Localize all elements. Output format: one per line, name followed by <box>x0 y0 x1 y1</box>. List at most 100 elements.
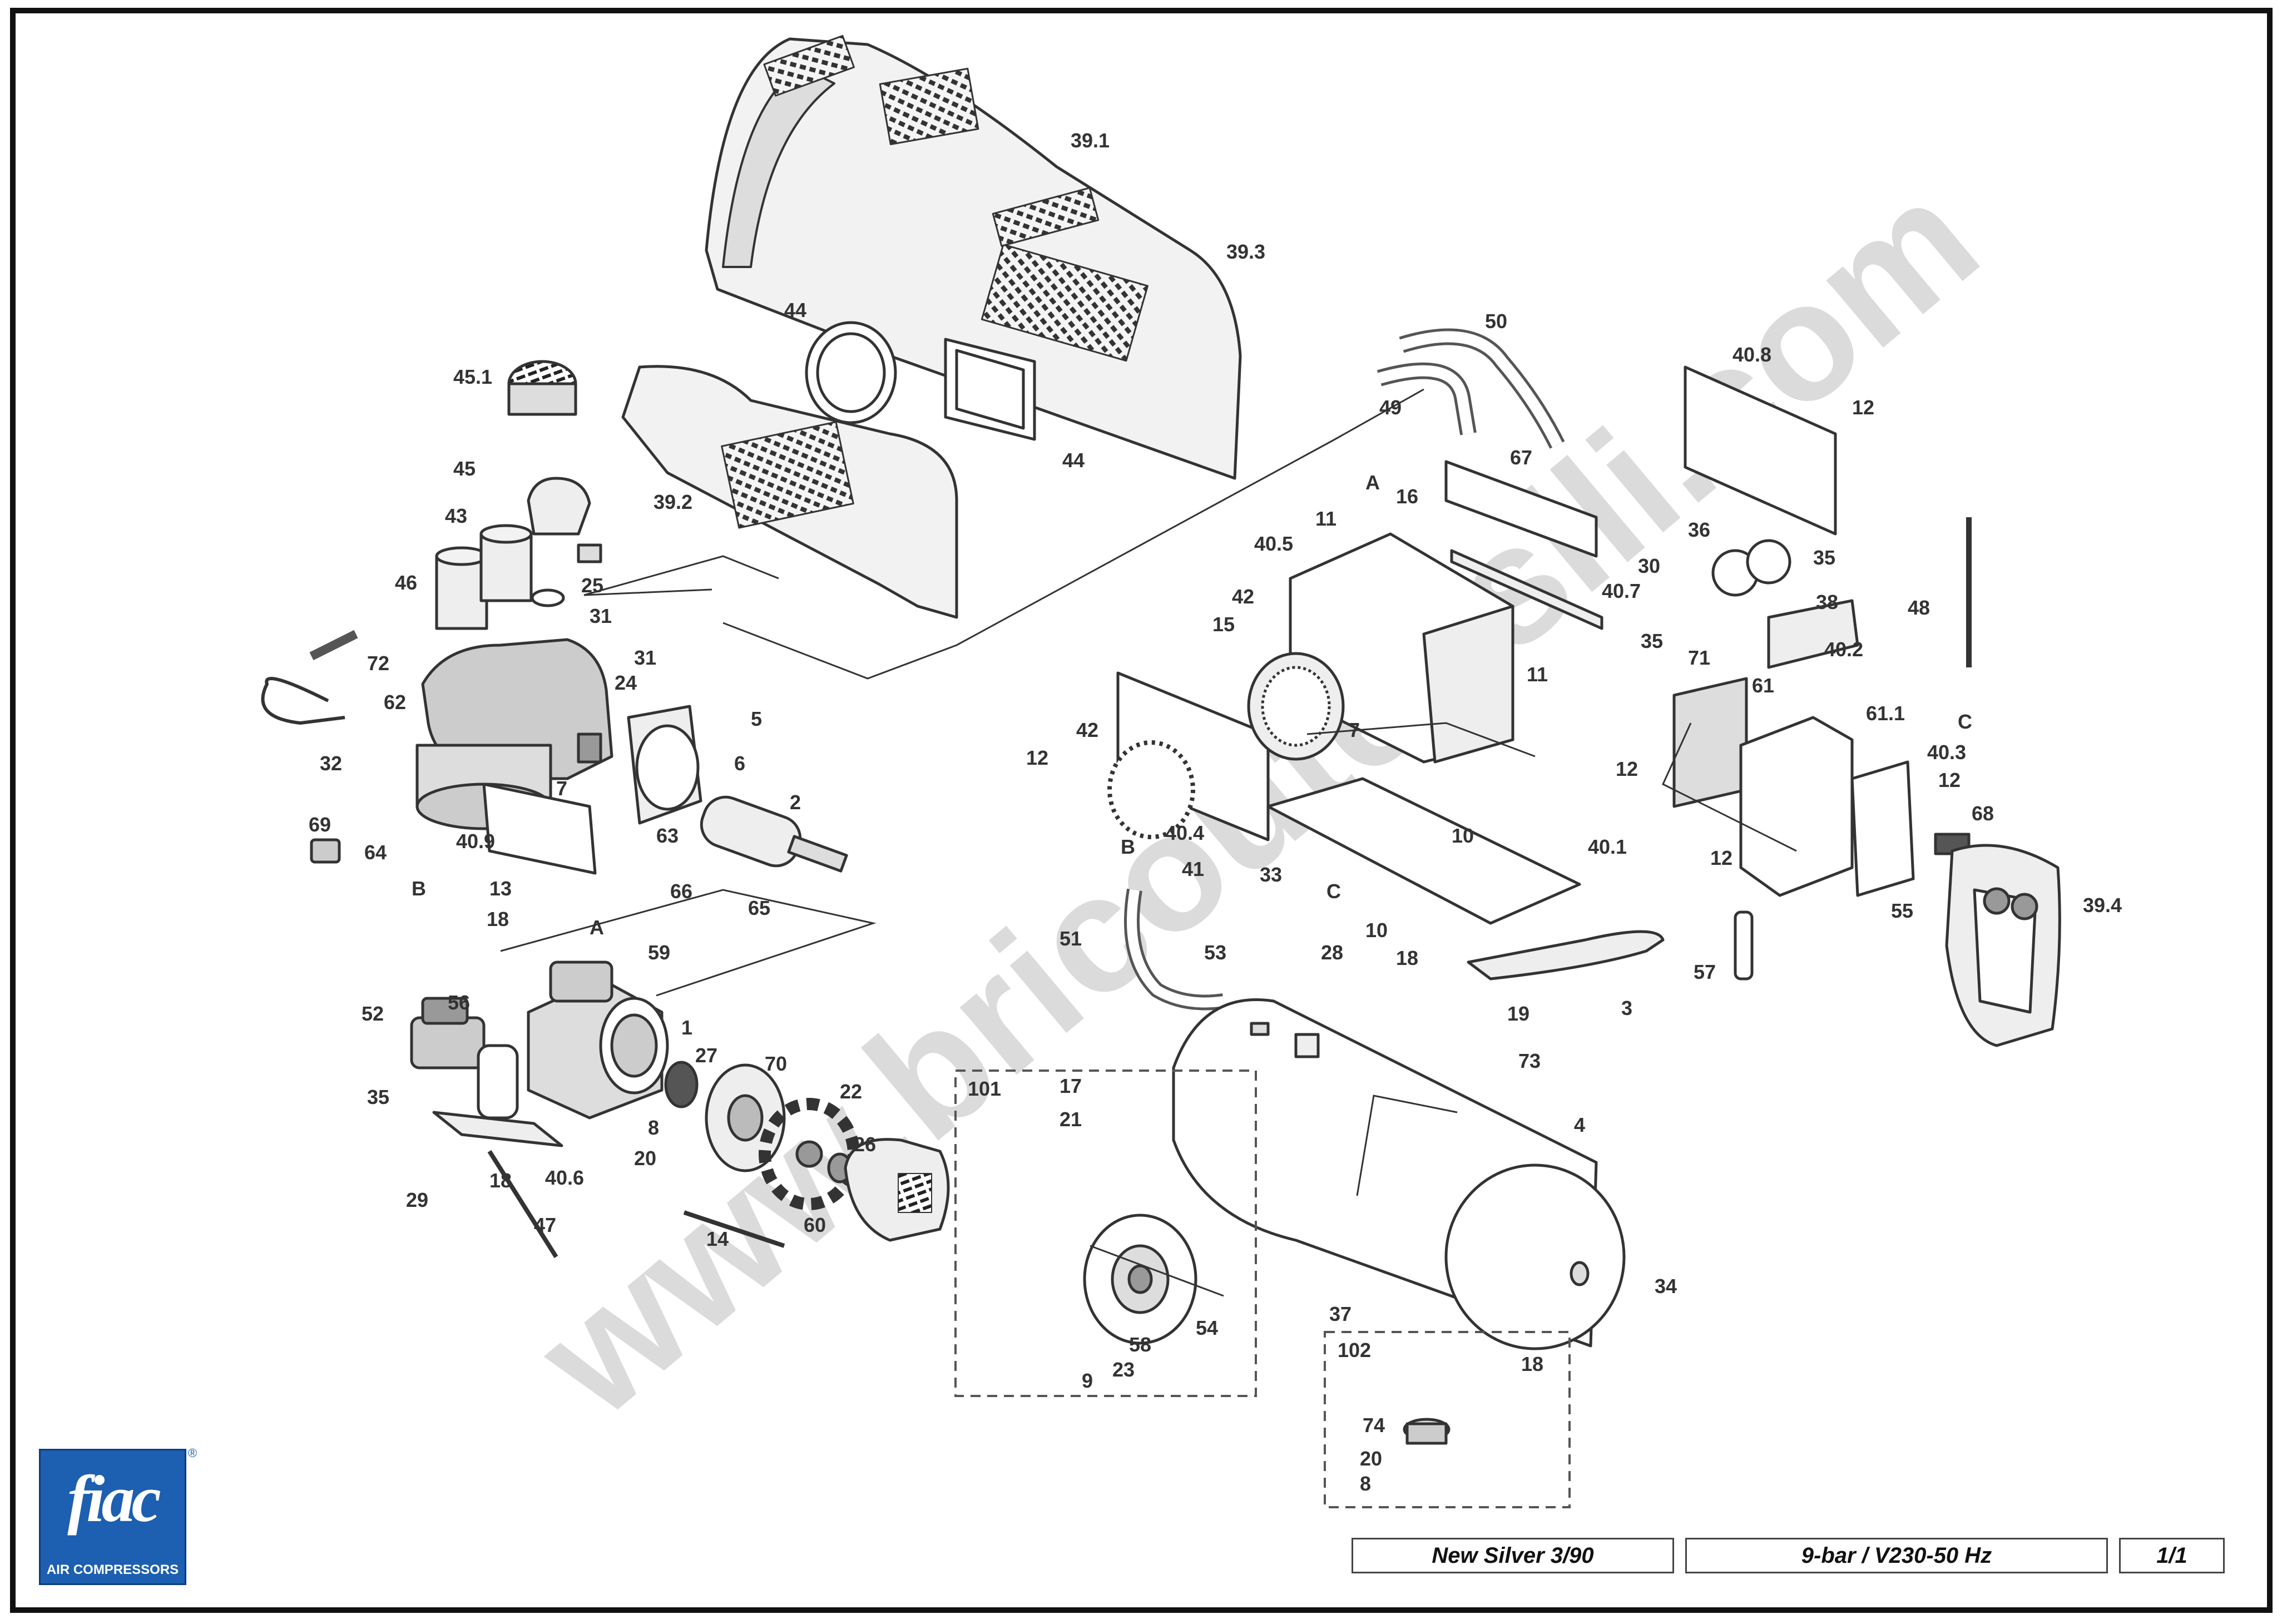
callout-37: 37 <box>1329 1303 1352 1325</box>
logo-subtitle: AIR COMPRESSORS <box>46 1562 179 1577</box>
base-plate <box>1266 777 1581 925</box>
callout-35: 35 <box>367 1086 389 1108</box>
fan-guard <box>1107 740 1195 839</box>
callout-29: 29 <box>406 1189 428 1211</box>
callout-40-2: 40.2 <box>1824 638 1863 661</box>
callout-46: 46 <box>395 571 417 594</box>
callout-43: 43 <box>445 504 467 527</box>
callout-8: 8 <box>648 1116 659 1139</box>
callout-15: 15 <box>1212 613 1235 636</box>
capacitor <box>477 1044 519 1120</box>
callout-39-2: 39.2 <box>654 491 692 513</box>
callout-32: 32 <box>320 752 342 775</box>
callout-9: 9 <box>1082 1369 1093 1392</box>
callout-19: 19 <box>1507 1002 1529 1025</box>
callout-45-1: 45.1 <box>453 365 492 388</box>
callout-40-4: 40.4 <box>1165 821 1204 844</box>
callout-44: 44 <box>784 299 806 321</box>
group-102 <box>1324 1331 1571 1508</box>
callout-54: 54 <box>1196 1316 1218 1339</box>
fiac-logo: fiac AIR COMPRESSORS <box>39 1449 186 1585</box>
callout-27: 27 <box>695 1044 717 1067</box>
callout-40-3: 40.3 <box>1927 741 1966 764</box>
flow-marker-a: A <box>1365 471 1380 494</box>
callout-61-1: 61.1 <box>1866 702 1905 725</box>
callout-47: 47 <box>534 1214 556 1236</box>
drawing-frame <box>10 8 2273 1613</box>
callout-35: 35 <box>1813 546 1835 569</box>
callout-35: 35 <box>1641 630 1663 652</box>
callout-12: 12 <box>1710 846 1732 869</box>
logo-wordmark: fiac <box>67 1462 161 1536</box>
callout-41: 41 <box>1182 858 1204 880</box>
callout-11: 11 <box>1315 507 1336 530</box>
callout-17: 17 <box>1060 1075 1082 1097</box>
callout-72: 72 <box>367 652 389 675</box>
callout-18: 18 <box>1521 1353 1543 1375</box>
callout-22: 22 <box>840 1080 862 1103</box>
callout-36: 36 <box>1688 518 1710 541</box>
callout-21: 21 <box>1060 1108 1082 1131</box>
callout-18: 18 <box>489 1169 512 1192</box>
callout-31: 31 <box>590 605 612 627</box>
flow-marker-b: B <box>1121 835 1135 858</box>
callout-67: 67 <box>1510 446 1532 469</box>
callout-8: 8 <box>1360 1472 1371 1495</box>
callout-40-7: 40.7 <box>1602 580 1641 602</box>
callout-53: 53 <box>1204 941 1226 964</box>
group-101 <box>954 1070 1257 1397</box>
callout-23: 23 <box>1112 1358 1135 1381</box>
callout-65: 65 <box>748 897 770 919</box>
callout-73: 73 <box>1518 1049 1541 1072</box>
callout-4: 4 <box>1574 1113 1585 1136</box>
callout-38: 38 <box>1816 591 1838 613</box>
callout-70: 70 <box>765 1052 787 1075</box>
callout-20: 20 <box>1360 1447 1382 1470</box>
callout-42: 42 <box>1076 719 1098 741</box>
callout-64: 64 <box>364 841 387 864</box>
callout-71: 71 <box>1688 646 1710 669</box>
callout-18: 18 <box>487 908 509 930</box>
fan-cover <box>844 1138 950 1242</box>
flow-marker-a: A <box>590 916 604 939</box>
callout-12: 12 <box>1852 396 1874 419</box>
callout-66: 66 <box>670 880 692 903</box>
callout-60: 60 <box>804 1214 826 1236</box>
callout-34: 34 <box>1655 1275 1677 1298</box>
flow-marker-c: C <box>1958 710 1972 733</box>
registered-mark: ® <box>188 1446 197 1460</box>
title-model: New Silver 3/90 <box>1352 1538 1674 1573</box>
callout-52: 52 <box>362 1002 384 1025</box>
flow-marker-c: C <box>1326 880 1341 903</box>
control-box <box>1739 716 1854 897</box>
callout-57: 57 <box>1694 960 1716 983</box>
callout-12: 12 <box>1938 769 1961 791</box>
callout-39-1: 39.1 <box>1071 129 1110 152</box>
callout-10: 10 <box>1365 919 1388 942</box>
pressure-switch <box>410 1016 486 1070</box>
callout-39-3: 39.3 <box>1226 240 1265 263</box>
callout-12: 12 <box>1616 757 1638 780</box>
callout-2: 2 <box>790 791 801 814</box>
callout-62: 62 <box>384 691 406 714</box>
callout-26: 26 <box>854 1133 876 1156</box>
callout-44: 44 <box>1062 449 1085 472</box>
callout-58: 58 <box>1129 1333 1151 1356</box>
callout-50: 50 <box>1485 310 1507 333</box>
callout-18: 18 <box>1396 947 1418 969</box>
callout-42: 42 <box>1232 585 1254 608</box>
callout-30: 30 <box>1638 554 1660 577</box>
callout-24: 24 <box>615 671 637 694</box>
callout-48: 48 <box>1908 596 1930 619</box>
callout-59: 59 <box>648 941 670 964</box>
rear-panel <box>1684 365 1837 536</box>
callout-11: 11 <box>1527 663 1548 686</box>
flow-marker-b: B <box>412 877 426 900</box>
callout-101: 101 <box>968 1077 1001 1100</box>
callout-49: 49 <box>1379 396 1402 419</box>
callout-61: 61 <box>1752 674 1774 697</box>
callout-5: 5 <box>751 707 762 730</box>
callout-63: 63 <box>656 824 679 847</box>
callout-40-9: 40.9 <box>456 830 495 853</box>
callout-102: 102 <box>1338 1339 1371 1361</box>
